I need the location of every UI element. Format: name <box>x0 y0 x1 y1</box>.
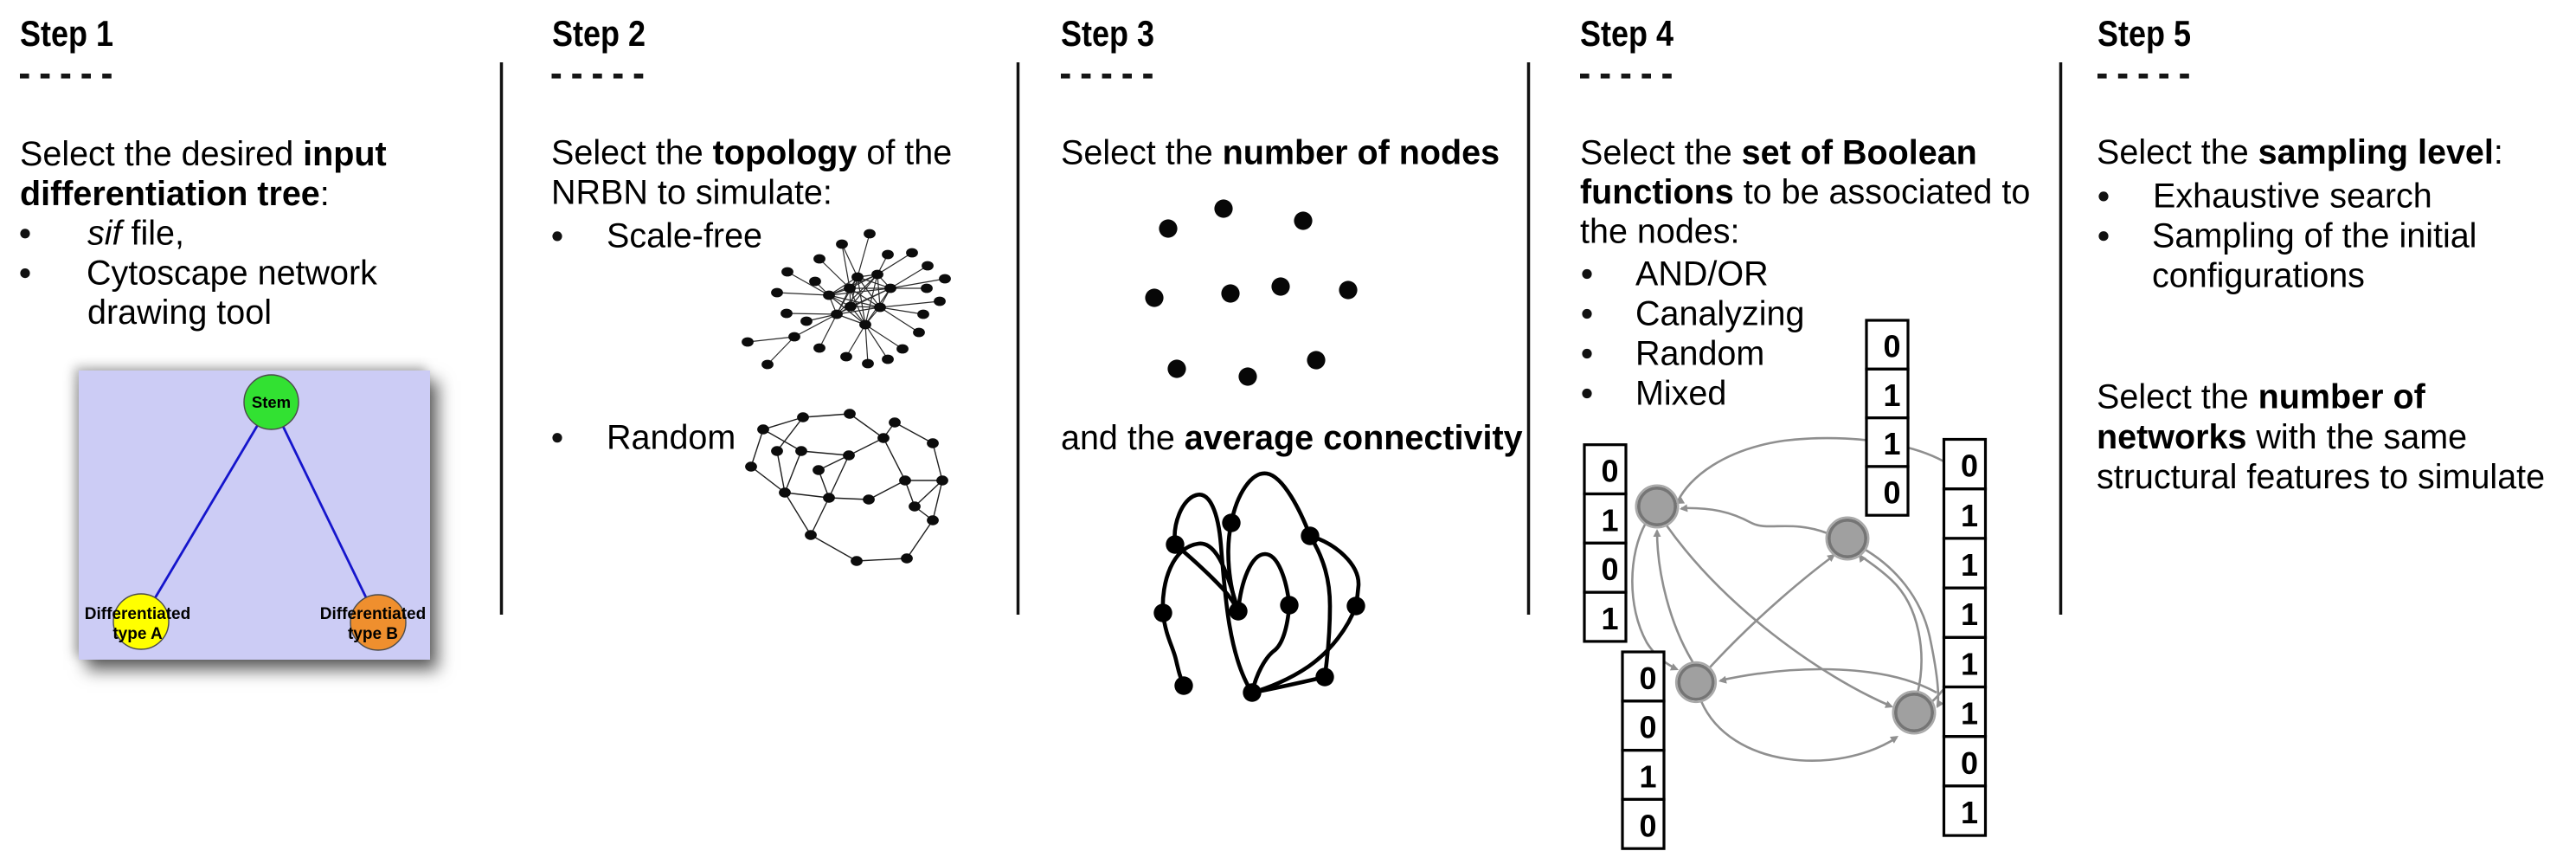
svg-text:Scale-free: Scale-free <box>607 217 762 255</box>
svg-text:Step 5: Step 5 <box>2097 13 2191 54</box>
svg-text:type A: type A <box>112 625 163 643</box>
svg-text:Select the topology of the: Select the topology of the <box>551 133 952 171</box>
svg-text:Select the number of: Select the number of <box>2097 377 2426 416</box>
svg-text:NRBN to simulate:: NRBN to simulate: <box>551 173 832 211</box>
svg-text:Canalyzing: Canalyzing <box>1635 294 1804 332</box>
svg-text:0: 0 <box>1639 808 1656 843</box>
svg-text:0: 0 <box>1639 661 1656 696</box>
svg-text:1: 1 <box>1639 759 1656 795</box>
svg-text:1: 1 <box>1601 502 1618 538</box>
svg-text:1: 1 <box>1883 377 1900 413</box>
svg-text:1: 1 <box>1961 498 1978 533</box>
svg-text:0: 0 <box>1639 710 1656 745</box>
svg-text:sif file,: sif file, <box>87 215 184 253</box>
svg-text:Mixed: Mixed <box>1635 374 1726 412</box>
svg-text:Select the sampling level:: Select the sampling level: <box>2097 133 2503 171</box>
svg-text:Step 3: Step 3 <box>1061 13 1154 54</box>
svg-text:Select the desired input: Select the desired input <box>20 135 387 173</box>
svg-text:AND/OR: AND/OR <box>1635 255 1769 293</box>
svg-text:1: 1 <box>1883 426 1900 461</box>
svg-text:1: 1 <box>1961 696 1978 732</box>
svg-text:Step 4: Step 4 <box>1580 13 1674 54</box>
svg-text:Select the number of nodes: Select the number of nodes <box>1061 133 1500 171</box>
svg-text:differentiation tree:: differentiation tree: <box>20 175 330 213</box>
svg-text:0: 0 <box>1961 745 1978 781</box>
svg-text:1: 1 <box>1961 795 1978 830</box>
svg-text:Differentiated: Differentiated <box>320 605 426 623</box>
svg-text:Differentiated: Differentiated <box>85 605 190 623</box>
svg-text:0: 0 <box>1601 454 1618 489</box>
svg-text:functions to be associated to: functions to be associated to <box>1580 173 2030 211</box>
svg-text:Stem: Stem <box>252 393 291 411</box>
svg-text:Random: Random <box>1635 334 1764 372</box>
svg-text:drawing tool: drawing tool <box>87 293 272 332</box>
svg-text:Step 1: Step 1 <box>20 13 113 54</box>
svg-text:0: 0 <box>1883 329 1900 364</box>
svg-text:structural features to simulat: structural features to simulate <box>2097 458 2545 496</box>
svg-text:networks with the same: networks with the same <box>2097 418 2467 456</box>
svg-text:Exhaustive search: Exhaustive search <box>2153 177 2432 216</box>
svg-text:configurations: configurations <box>2152 256 2365 294</box>
svg-text:Random: Random <box>607 418 736 456</box>
svg-text:type B: type B <box>348 625 398 643</box>
svg-text:1: 1 <box>1961 596 1978 632</box>
svg-text:0: 0 <box>1601 551 1618 587</box>
svg-text:1: 1 <box>1961 547 1978 583</box>
svg-text:Step 2: Step 2 <box>552 13 646 54</box>
svg-text:the nodes:: the nodes: <box>1580 213 1739 251</box>
svg-text:and the average connectivity: and the average connectivity <box>1061 419 1523 457</box>
svg-text:0: 0 <box>1883 475 1900 511</box>
svg-text:0: 0 <box>1961 448 1978 484</box>
svg-text:Cytoscape network: Cytoscape network <box>87 254 377 292</box>
svg-text:Select the set of Boolean: Select the set of Boolean <box>1580 133 1977 171</box>
svg-text:Sampling of the initial: Sampling of the initial <box>2152 216 2476 255</box>
svg-text:1: 1 <box>1961 646 1978 681</box>
svg-text:1: 1 <box>1601 601 1618 636</box>
